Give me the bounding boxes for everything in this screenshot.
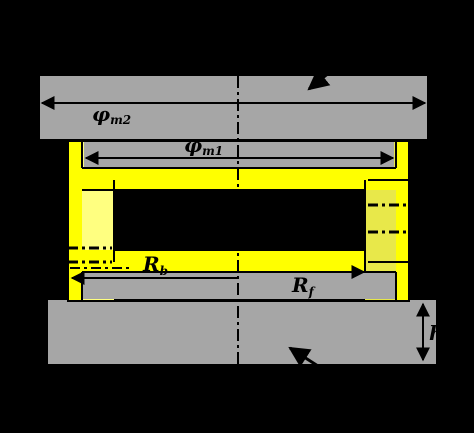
h-label: h xyxy=(429,321,444,345)
phi-m1-label: φm1 xyxy=(184,133,223,158)
bottom-bridge xyxy=(82,250,366,272)
upper-leader-arrow xyxy=(307,68,331,91)
center-cavity xyxy=(114,192,366,247)
phi-m2-label: φm2 xyxy=(92,102,131,127)
r-b-label: Rb xyxy=(142,252,168,278)
r-f-label: Rf xyxy=(291,273,316,299)
lower-leader-arrow xyxy=(288,346,319,368)
right-pillar-inner xyxy=(396,141,409,301)
lower-plate xyxy=(48,300,436,364)
